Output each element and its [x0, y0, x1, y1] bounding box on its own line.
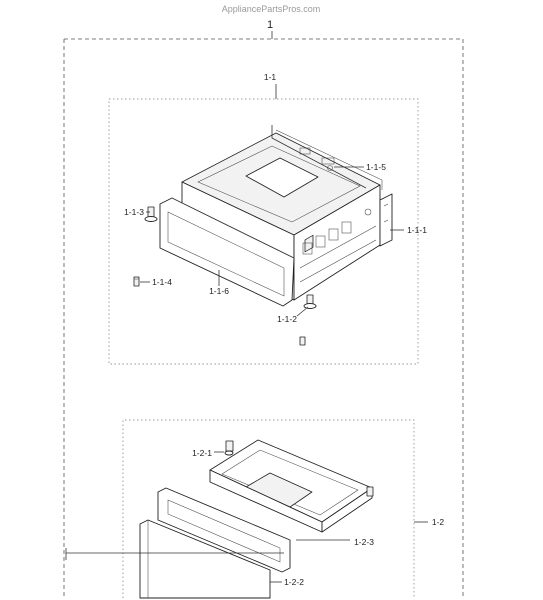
label-1-1-1: 1-1-1: [407, 225, 427, 235]
label-1-2-2: 1-2-2: [284, 577, 304, 587]
group-1-2-label: 1-2: [432, 517, 445, 527]
drawer-tray: [209, 439, 373, 533]
label-1-2-1: 1-2-1: [192, 448, 212, 458]
drawer-front-frame: [157, 487, 291, 573]
group-1-1-boundary: [108, 98, 419, 365]
group-1-1-label: 1-1: [264, 72, 277, 82]
drawer-roller-right: [366, 486, 374, 497]
label-1-1-2: 1-1-2: [277, 314, 297, 324]
label-1-1-4: 1-1-4: [152, 277, 172, 287]
screw-part: [133, 276, 140, 287]
label-1-1-6: 1-1-6: [209, 286, 229, 296]
front-frame-panel: [159, 197, 295, 307]
drawer-front-panel: [139, 519, 271, 599]
assembly-label: 1: [267, 19, 273, 31]
label-1-2-3: 1-2-3: [354, 537, 374, 547]
label-1-1-3: 1-1-3: [124, 207, 144, 217]
group-1-2-boundary: [122, 419, 415, 598]
label-1-1-5: 1-1-5: [366, 162, 386, 172]
clip-part: [299, 336, 306, 346]
watermark-text: AppliancePartsPros.com: [222, 4, 321, 14]
assembly-boundary: [63, 38, 464, 598]
leveling-foot-center: [303, 294, 317, 309]
drawer-roller-left: [224, 440, 234, 456]
leveling-foot-left: [144, 206, 158, 222]
